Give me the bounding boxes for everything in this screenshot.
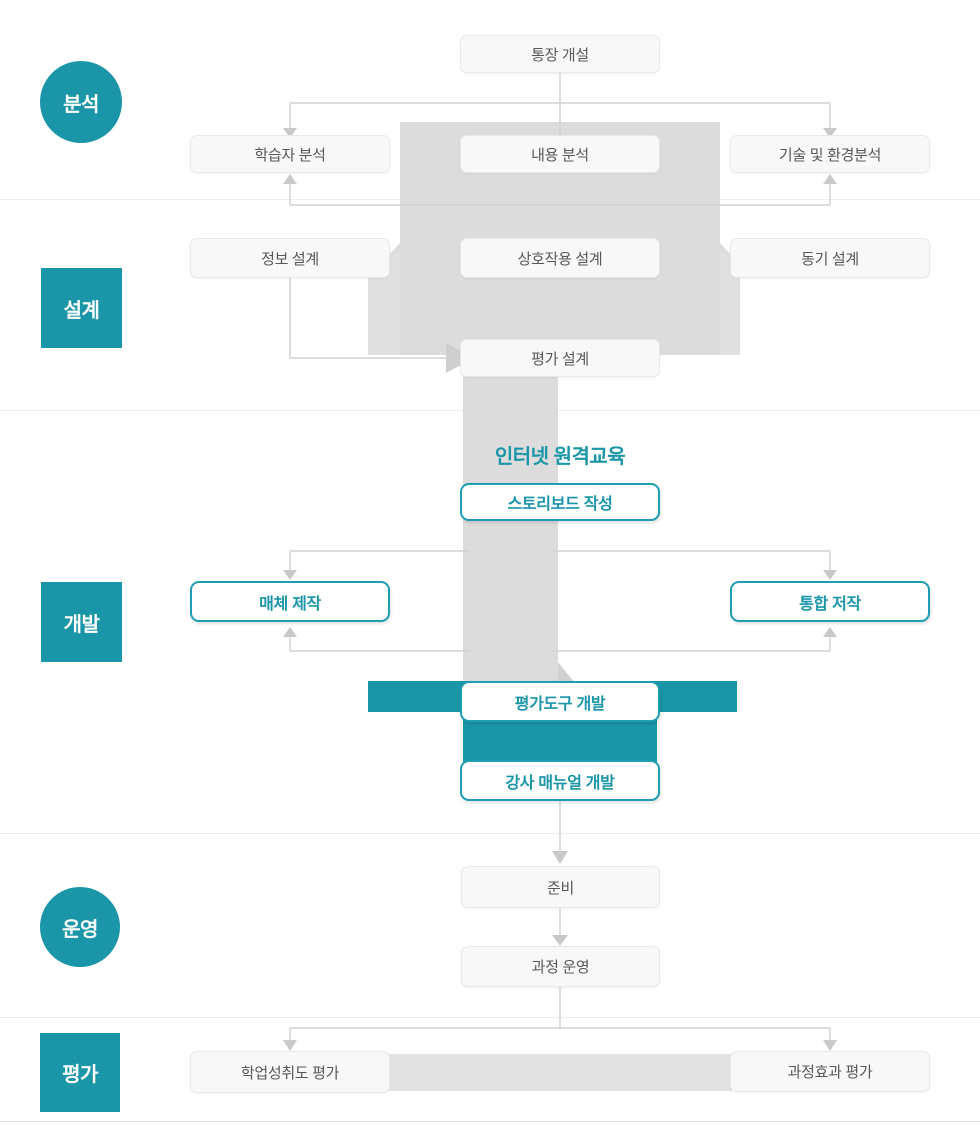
connector-arrowheads [283,128,837,1051]
center-title-internet-distance-education: 인터넷 원격교육 [494,446,626,468]
evaluation-connector-bar [388,1054,732,1091]
section-divider [0,1121,980,1122]
node-motivation-design: 동기 설계 [730,238,930,278]
node-interaction-design: 상호작용 설계 [460,238,660,278]
node-evaluation-design: 평가 설계 [460,339,660,377]
node-learner-analysis: 학습자 분석 [190,135,390,173]
node-content-analysis: 내용 분석 [460,135,660,173]
section-label-operation: 운영 [62,918,98,941]
section-marker-development: 개발 [41,582,122,662]
section-label-development: 개발 [63,613,100,636]
node-course-operation: 과정 운영 [461,946,660,987]
node-media-production: 매체 제작 [190,581,390,622]
section-marker-evaluation: 평가 [40,1033,120,1112]
section-label-analysis: 분석 [63,93,99,116]
node-integrated-authoring: 통합 저작 [730,581,930,622]
section-divider [0,833,980,834]
section-marker-operation: 운영 [40,887,120,967]
node-preparation: 준비 [461,866,660,908]
background-funnel-shape [368,122,740,683]
section-marker-design: 설계 [41,268,122,348]
node-account-opening: 통장 개설 [460,35,660,73]
node-course-effect-evaluation: 과정효과 평가 [730,1051,930,1092]
section-divider [0,1017,980,1018]
node-information-design: 정보 설계 [190,238,390,278]
node-tech-env-analysis: 기술 및 환경분석 [730,135,930,173]
section-marker-analysis: 분석 [40,61,122,143]
section-label-evaluation: 평가 [62,1064,98,1086]
node-evaluation-tool-development: 평가도구 개발 [460,681,660,722]
node-instructor-manual-development: 강사 매뉴얼 개발 [460,760,660,801]
node-achievement-evaluation: 학업성취도 평가 [190,1051,390,1093]
node-storyboard-writing: 스토리보드 작성 [460,483,660,521]
connector-lines [289,73,831,1041]
section-label-design: 설계 [63,299,100,322]
